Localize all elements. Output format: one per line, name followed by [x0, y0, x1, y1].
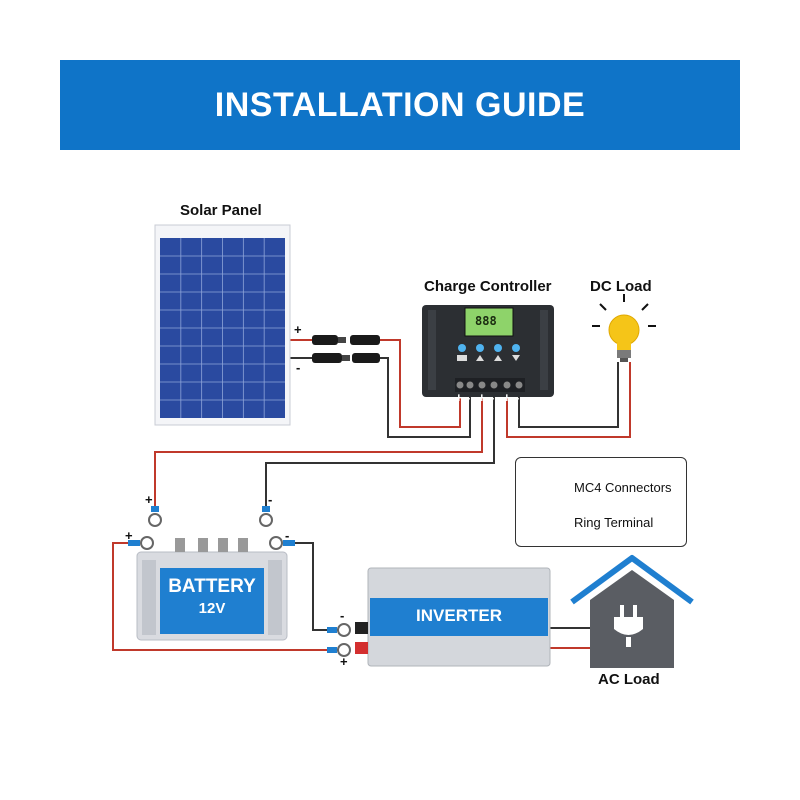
- house-roof: [570, 555, 694, 605]
- battery-text: BATTERY 12V: [160, 576, 264, 617]
- charge-controller: 888: [422, 305, 554, 397]
- plug-icon: [614, 605, 643, 647]
- solar-panel-label: Solar Panel: [180, 202, 262, 219]
- charge-controller-body: [422, 305, 554, 397]
- panel-plus-sign: +: [294, 322, 302, 337]
- page-title: INSTALLATION GUIDE: [214, 85, 586, 124]
- controller-terminals: [455, 378, 525, 392]
- inverter-negative-post: [355, 622, 368, 634]
- ring-terminal-positive: [148, 513, 162, 527]
- inverter-negative-wire: [283, 542, 340, 631]
- mc4-connectors: [312, 335, 380, 363]
- inverter-positive-wire: [112, 542, 340, 651]
- controller-lcd: [464, 307, 514, 337]
- battery-wire-plus-sign: +: [145, 492, 153, 507]
- battery-ribs: [142, 560, 282, 635]
- solar-panel-grid: [160, 238, 285, 418]
- legend-box: MC4 Connectors Ring Terminal: [515, 457, 687, 547]
- panel-minus-sign: -: [296, 360, 301, 375]
- legend-mc4-label: MC4 Connectors: [574, 480, 672, 495]
- battery-post-plus-sign: +: [125, 528, 133, 543]
- dc-load-bulb-icon: [592, 294, 656, 362]
- battery-post-minus-sign: -: [285, 528, 290, 543]
- load-positive-wire: [506, 362, 631, 438]
- battery-negative-wire: [265, 392, 495, 508]
- inverter-plus-sign: +: [340, 654, 348, 669]
- legend-ring-label: Ring Terminal: [574, 515, 654, 530]
- ctrl-t3-sign: +: [478, 390, 486, 405]
- inverter-label-band: [370, 598, 548, 636]
- ring-terminals: [128, 506, 351, 657]
- ctrl-t1-sign: +: [455, 390, 463, 405]
- battery-positive-wire: [154, 392, 483, 508]
- load-negative-wire: [518, 362, 619, 428]
- controller-button-1: [458, 344, 466, 352]
- ctrl-t4-sign: -: [490, 390, 495, 405]
- battery-posts: [175, 538, 248, 552]
- bulb-rays: [592, 294, 656, 327]
- controller-button-4: [512, 344, 520, 352]
- mc4-positive-pair: [312, 335, 380, 345]
- inverter: [355, 567, 551, 667]
- inverter-minus-sign: -: [340, 608, 345, 623]
- controller-lcd-readout: 888: [475, 314, 497, 328]
- battery-wire-minus-sign: -: [268, 492, 273, 507]
- ring-terminal-negative: [259, 513, 273, 527]
- ctrl-t2-sign: -: [466, 390, 471, 405]
- battery-label: [160, 568, 264, 634]
- ac-load-house-icon: [570, 555, 694, 668]
- pv-negative-wire: [380, 357, 471, 438]
- solar-panel: [154, 224, 291, 426]
- controller-button-2: [476, 344, 484, 352]
- charge-controller-label: Charge Controller: [424, 278, 552, 295]
- ctrl-t5-sign: +: [503, 390, 511, 405]
- battery: [136, 538, 288, 641]
- header-banner: INSTALLATION GUIDE: [60, 60, 740, 150]
- inverter-positive-post: [355, 642, 368, 654]
- pv-positive-wire: [380, 339, 461, 428]
- wires: [112, 339, 631, 651]
- mc4-negative-pair: [312, 353, 380, 363]
- ctrl-t6-sign: -: [515, 390, 520, 405]
- ac-load-label: AC Load: [598, 671, 660, 688]
- controller-button-3: [494, 344, 502, 352]
- battery-voltage: 12V: [198, 600, 226, 617]
- inverter-title: INVERTER: [416, 606, 502, 625]
- dc-load-label: DC Load: [590, 278, 652, 295]
- battery-title: BATTERY: [168, 576, 256, 597]
- controller-buttons: [457, 344, 520, 361]
